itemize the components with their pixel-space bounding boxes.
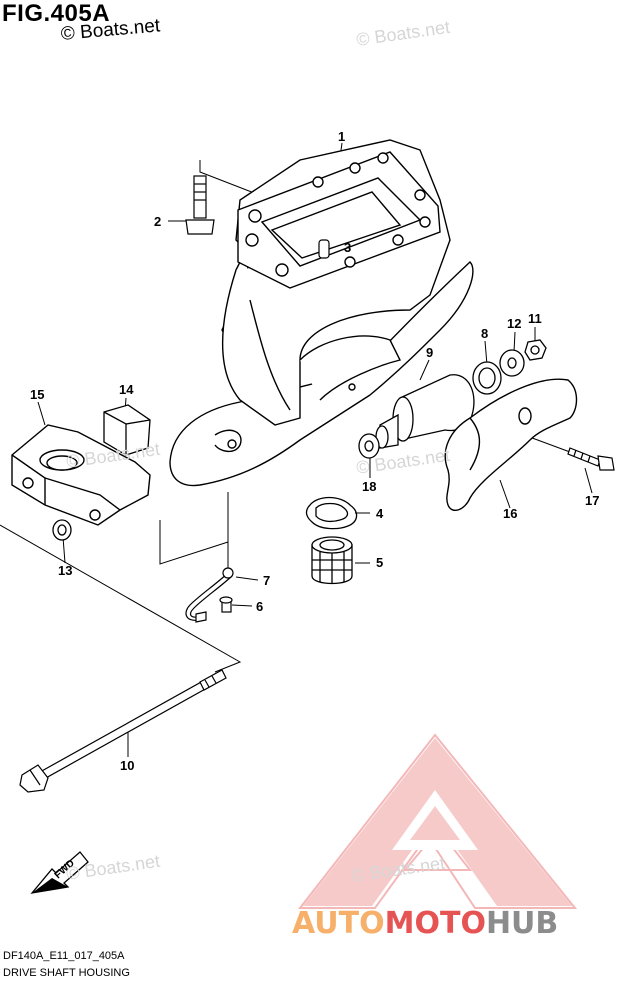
callout-9: 9 [426,345,433,360]
fwd-arrow-icon: FWD [30,851,89,894]
figure-title: FIG.405A [2,0,111,27]
part-17-bolt [567,447,615,471]
callout-15: 15 [30,387,44,402]
part-10-long-bolt [19,669,227,793]
callout-6: 6 [256,599,263,614]
drive-shaft-housing [169,139,474,487]
callout-11: 11 [528,311,542,326]
part-16-cover [444,378,578,512]
brand-part-auto: AUTO [292,906,385,941]
part-7-hose [185,567,234,623]
callout-14: 14 [119,382,134,397]
part-14-rubber-pad [103,404,151,456]
brand-part-moto: MOTO [384,906,486,941]
part-13-washer [52,519,72,541]
part-2-bolt [185,175,215,235]
callout-1: 1 [338,129,345,144]
callout-17: 17 [585,493,599,508]
callout-2: 2 [154,214,161,229]
callout-16: 16 [503,506,517,521]
part-18-washer [358,433,380,459]
part-11-nut [524,339,547,361]
callout-10: 10 [120,758,134,773]
brand-part-hub: HUB [485,906,559,941]
part-4-gasket [305,496,358,530]
model-code: DF140A_E11_017_405A [3,950,125,962]
callout-13: 13 [58,563,72,578]
part-3-dowel-pin [318,239,330,259]
callout-5: 5 [376,555,383,570]
callout-18: 18 [362,479,376,494]
part-5-bearing [311,536,353,585]
callout-12: 12 [507,316,521,331]
part-6-screw [219,596,233,613]
figure-caption: DRIVE SHAFT HOUSING [3,967,130,979]
callout-4: 4 [376,506,384,521]
callout-3: 3 [344,240,351,255]
callout-7: 7 [263,573,270,588]
brand-wordmark: AUTOMOTOHUB [292,906,558,941]
brand-triangle-logo [297,733,578,909]
callout-labels: 1 2 3 4 5 6 7 8 9 10 11 12 13 14 15 16 1… [30,129,599,773]
part-12-washer [499,349,525,377]
part-15-clamp [11,424,151,526]
part-8-washer [472,361,502,395]
callout-8: 8 [481,326,488,341]
